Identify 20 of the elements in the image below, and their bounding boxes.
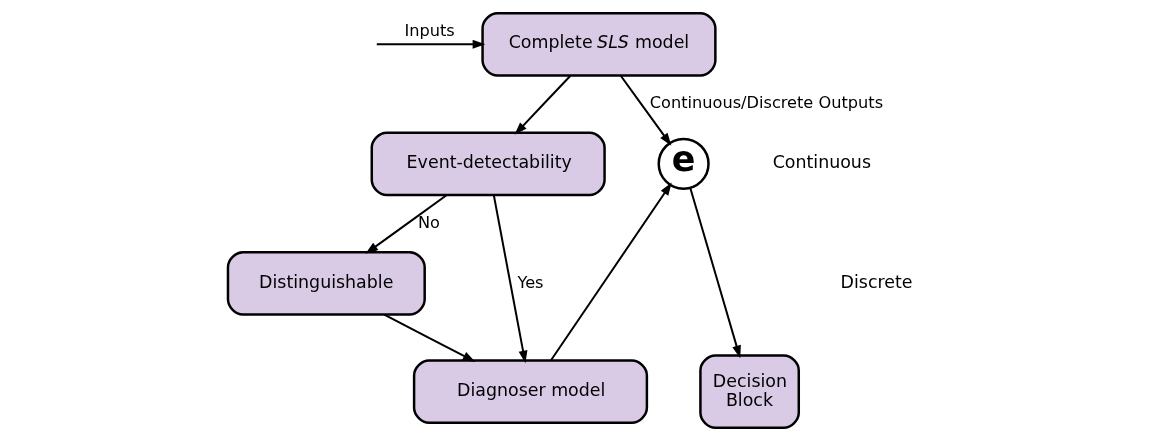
arrow — [619, 74, 672, 146]
edge-label: No — [418, 212, 441, 232]
node-box: Decision Block — [699, 354, 800, 430]
arrow — [689, 186, 741, 359]
arrow — [492, 194, 528, 364]
node-box: Event-detectability — [370, 131, 606, 197]
arrow — [514, 74, 572, 135]
node-circle: e — [657, 137, 710, 190]
node-box: Diagnoser model — [412, 359, 649, 425]
edge-label: Inputs — [404, 21, 455, 41]
edge-label: Yes — [517, 272, 544, 292]
label: Continuous — [772, 152, 871, 173]
node-box: Distinguishable — [226, 251, 426, 316]
arrow — [375, 39, 486, 49]
arrow — [365, 194, 448, 254]
arrow — [383, 313, 476, 362]
edge-label: Continuous/Discrete Outputs — [649, 93, 884, 113]
label: Discrete — [840, 271, 913, 292]
arrow — [550, 182, 672, 362]
node-box: Complete SLS model — [481, 11, 717, 77]
